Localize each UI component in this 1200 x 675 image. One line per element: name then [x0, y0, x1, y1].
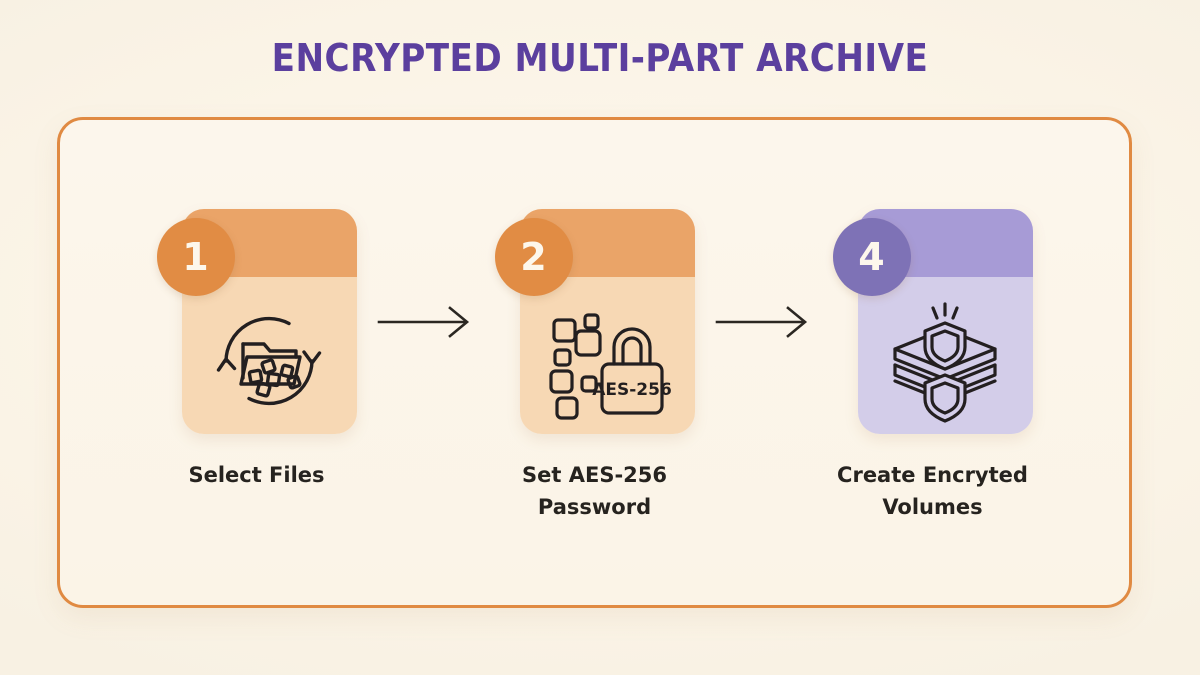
shielded-layers-icon [858, 287, 1033, 434]
lock-label: AES-256 [592, 380, 672, 400]
step-card-1[interactable]: 1 [143, 209, 371, 492]
step-2-caption: Set AES-256 Password [522, 463, 667, 519]
step-1-number-badge: 1 [156, 218, 235, 296]
step-1-caption: Select Files [188, 463, 325, 487]
page-title: ENCRYPTED MULTI-PART ARCHIVE [271, 36, 929, 80]
padlock-aes-icon: AES-256 [520, 287, 695, 434]
step-2-card-wrap: 2 [494, 209, 695, 434]
step-1-card-wrap: 1 [156, 209, 357, 434]
arrow-step2-to-step3 [709, 209, 819, 434]
step-card-2[interactable]: 2 [481, 209, 709, 523]
step-card-3[interactable]: 4 [819, 209, 1047, 523]
step-3-number-badge: 4 [832, 218, 911, 296]
steps-row: 1 [57, 117, 1132, 608]
step-2-number-badge: 2 [494, 218, 573, 296]
step-3-caption: Create Encryted Volumes [837, 463, 1028, 519]
step-2-body [519, 277, 695, 434]
step-3-card-wrap: 4 [832, 209, 1033, 434]
folder-refresh-icon [182, 287, 357, 434]
arrow-step1-to-step2 [371, 209, 481, 434]
